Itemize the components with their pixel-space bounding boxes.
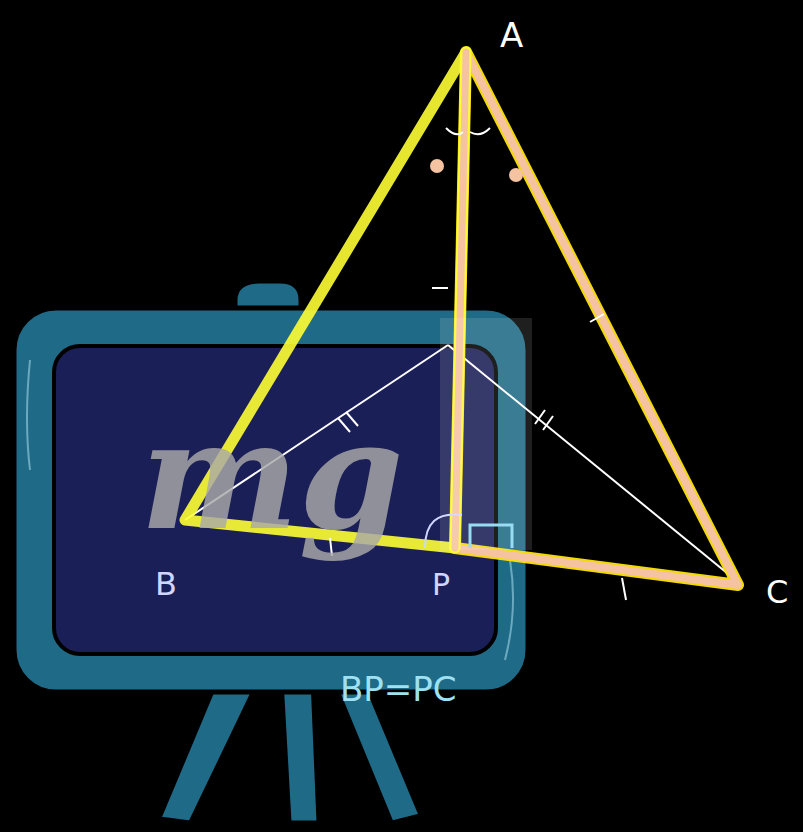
vertex-label: B <box>155 568 177 600</box>
vertex-label: A <box>500 18 523 52</box>
angle-marks <box>446 128 490 134</box>
equation-note: BP=PC <box>340 672 457 706</box>
vertex-label: P <box>432 570 450 600</box>
vertex-label: C <box>766 576 788 608</box>
board-surface <box>54 346 496 654</box>
watermark: mg <box>140 400 404 550</box>
